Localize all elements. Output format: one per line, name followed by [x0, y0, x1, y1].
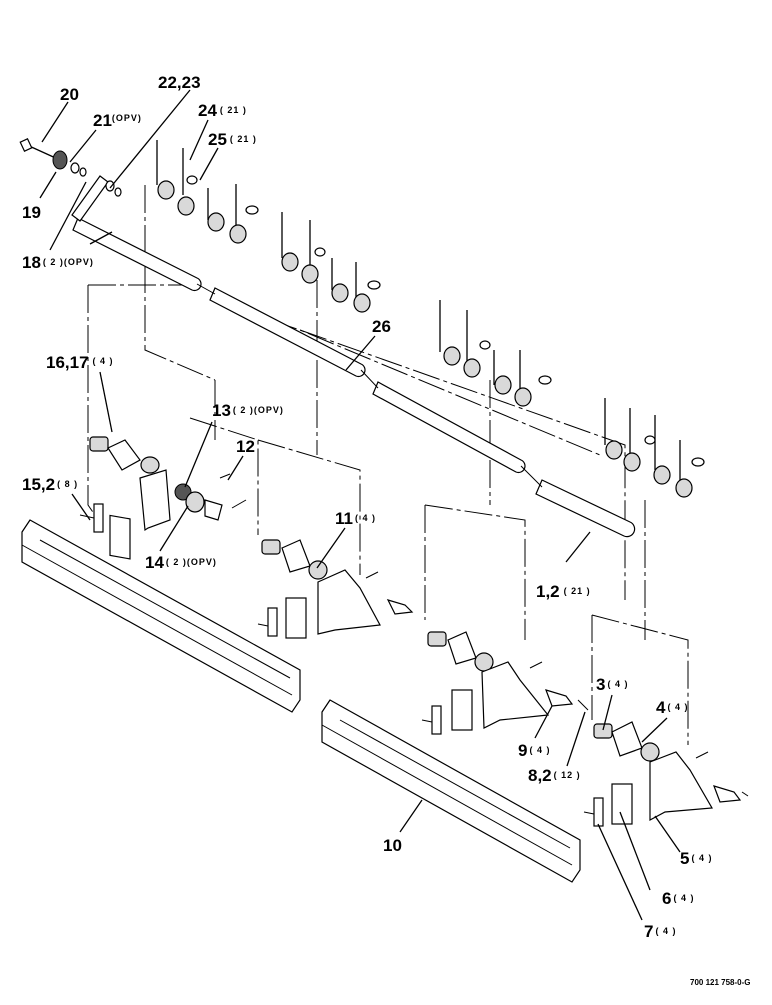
callout-10: 10: [383, 836, 402, 855]
callout-26: 26: [372, 317, 391, 336]
callout-19: 19: [22, 203, 41, 222]
callout-labels: 20 21(OPV) 22,23 24( 21 ) 25( 21 ) 19 18…: [22, 73, 712, 941]
callout-11: 11( 4 ): [335, 509, 376, 528]
end-hardware: [19, 137, 122, 245]
callout-9: 9( 4 ): [518, 741, 550, 760]
callout-21: 21(OPV): [93, 111, 142, 130]
callout-7: 7( 4 ): [644, 922, 676, 941]
channel-beams: [21, 519, 581, 883]
callout-12: 12: [236, 437, 255, 456]
callout-25: 25( 21 ): [208, 130, 257, 149]
callout-24: 24( 21 ): [198, 101, 247, 120]
bearing-assemblies: [79, 436, 749, 827]
callout-22-23: 22,23: [158, 73, 201, 92]
callout-6: 6( 4 ): [662, 889, 694, 908]
figure-code: 700 121 758-0-G: [690, 978, 751, 987]
callout-14: 14( 2 )(OPV): [145, 553, 217, 572]
callout-5: 5( 4 ): [680, 849, 712, 868]
callout-15-2: 15,2( 8 ): [22, 475, 78, 494]
callout-4: 4( 4 ): [656, 698, 688, 717]
leader-lines: [39, 89, 681, 921]
spring-tines: [156, 140, 705, 498]
callout-3: 3( 4 ): [596, 675, 628, 694]
callout-13: 13( 2 )(OPV): [212, 401, 284, 420]
callout-16-17: 16,17( 4 ): [46, 353, 114, 372]
callout-8-2: 8,2( 12 ): [528, 766, 581, 785]
callout-1-2: 1,2( 21 ): [536, 582, 591, 601]
callout-20: 20: [60, 85, 79, 104]
alignment-lines: [87, 185, 689, 745]
callout-18: 18( 2 )(OPV): [22, 253, 94, 272]
